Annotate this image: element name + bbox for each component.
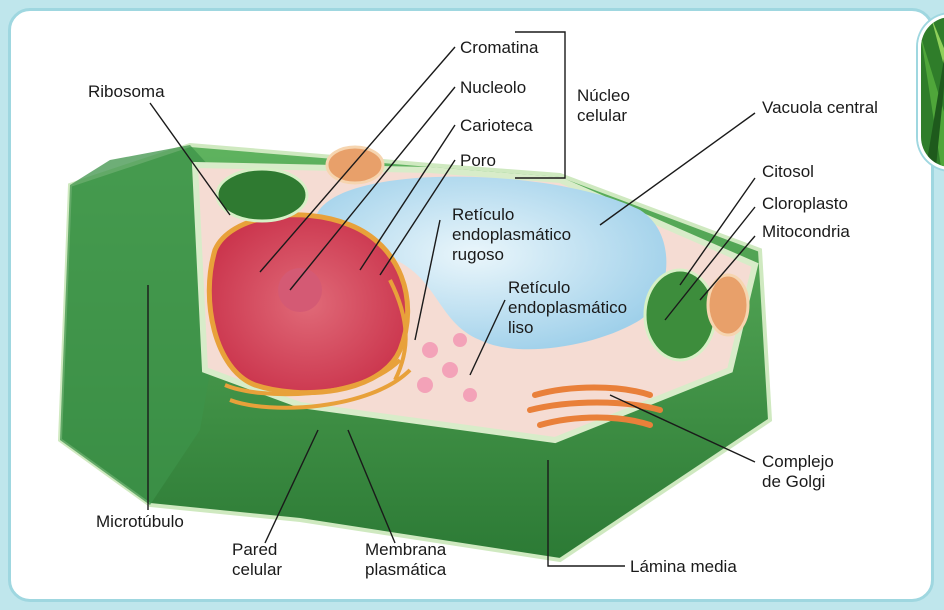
label-carioteca: Carioteca (460, 116, 533, 136)
label-citosol: Citosol (762, 162, 814, 182)
label-ribosoma: Ribosoma (88, 82, 165, 102)
label-cloroplasto: Cloroplasto (762, 194, 848, 214)
label-mitocondria: Mitocondria (762, 222, 850, 242)
label-microtubulo: Microtúbulo (96, 512, 184, 532)
label-nucleolo: Nucleolo (460, 78, 526, 98)
nucleolus (278, 268, 322, 312)
label-lamina-media: Lámina media (630, 557, 737, 577)
label-vacuola-central: Vacuola central (762, 98, 878, 118)
label-poro: Poro (460, 151, 496, 171)
label-cromatina: Cromatina (460, 38, 538, 58)
